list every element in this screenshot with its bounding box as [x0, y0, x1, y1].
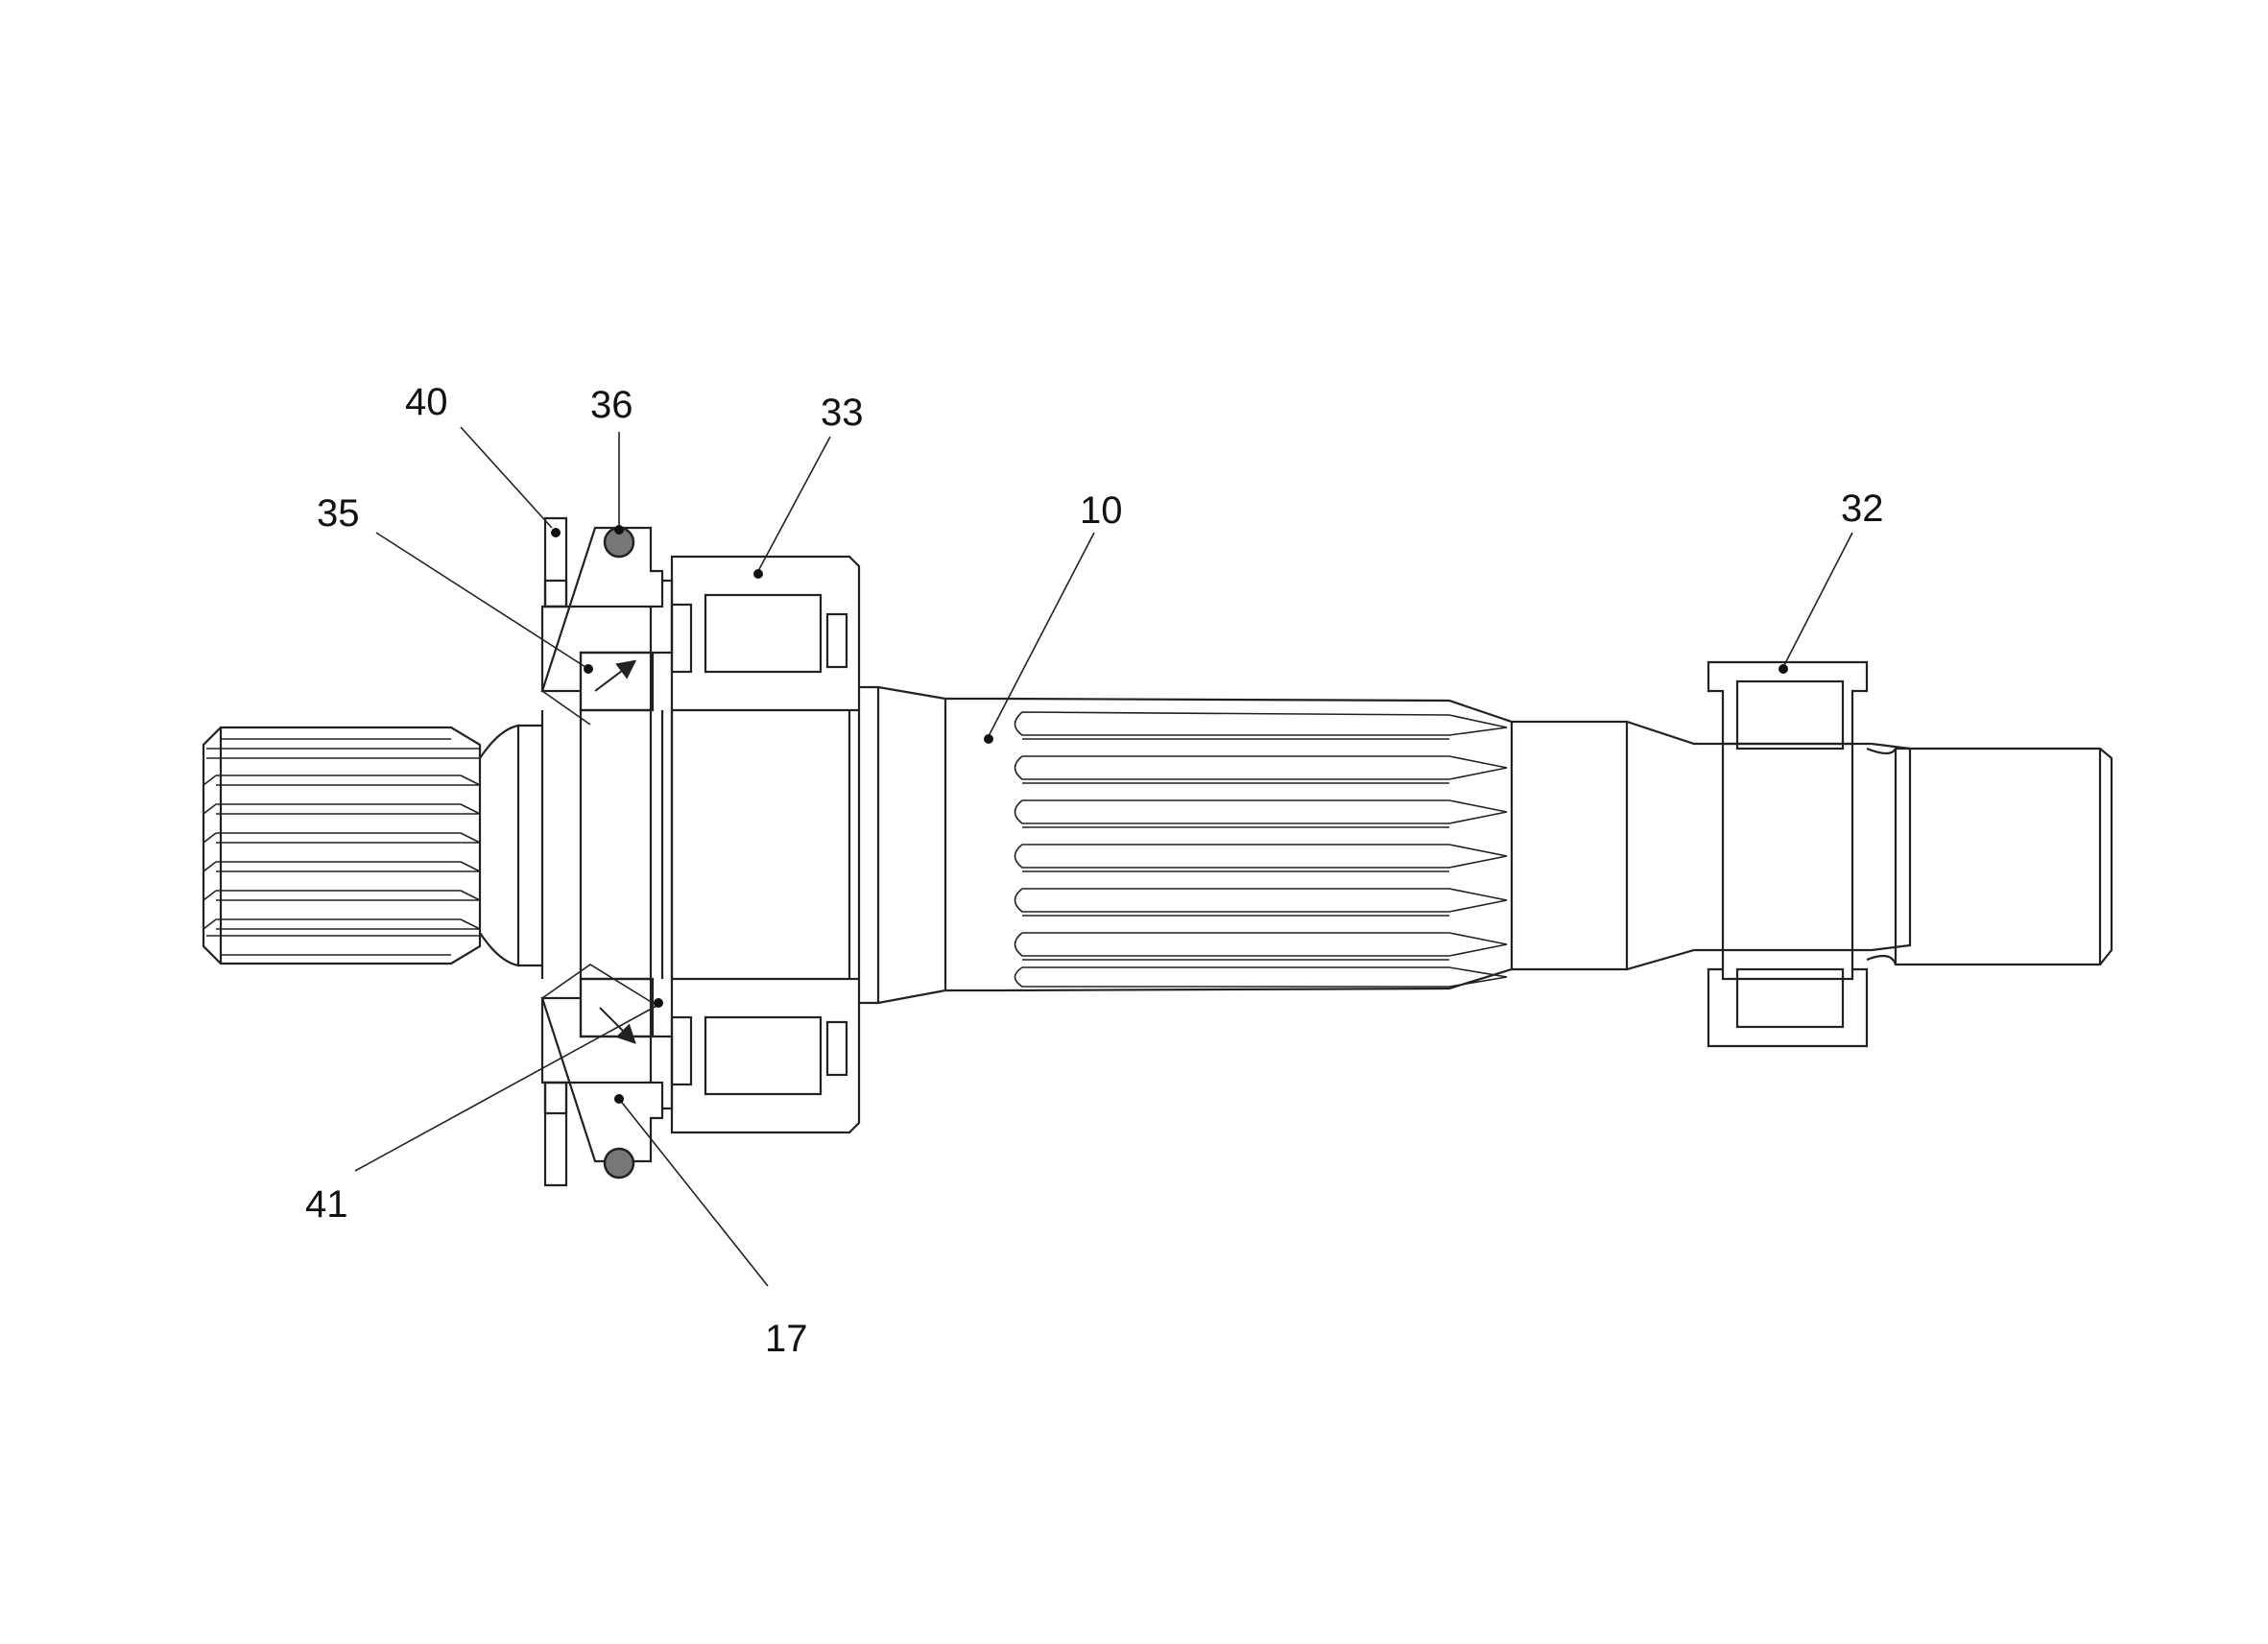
callout-33: 33 — [821, 392, 864, 434]
shaft-end-right — [1866, 747, 2113, 966]
callout-36: 36 — [590, 384, 633, 426]
bearing-32 — [1707, 660, 1869, 1048]
bearing-33 — [670, 555, 861, 1134]
callout-17: 17 — [765, 1318, 808, 1360]
callout-41: 41 — [305, 1183, 348, 1226]
callout-10: 10 — [1080, 489, 1123, 532]
callout-32: 32 — [1841, 488, 1884, 530]
shaft-neck-left — [479, 710, 544, 979]
left-spline-gear — [202, 726, 482, 965]
callout-35: 35 — [317, 492, 360, 535]
leader-lines — [354, 426, 1853, 1287]
housing-17-section — [540, 516, 674, 1187]
main-shaft-10 — [859, 685, 1912, 1005]
callout-40: 40 — [405, 381, 448, 423]
